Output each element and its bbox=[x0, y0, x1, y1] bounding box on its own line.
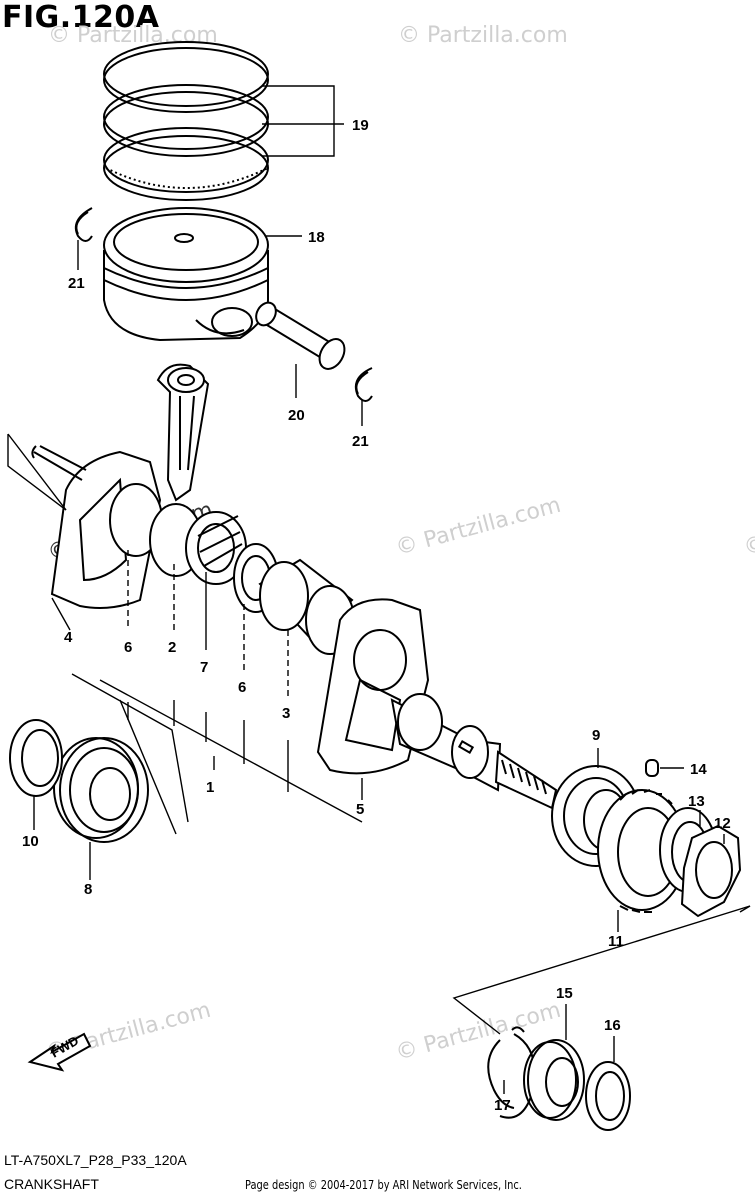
page-design-credit: Page design © 2004-2017 by ARI Network S… bbox=[245, 1178, 522, 1192]
left-oil-seal bbox=[9, 719, 63, 797]
callout-5: 5 bbox=[356, 801, 364, 818]
piston-pin bbox=[255, 301, 346, 370]
watermark-text: © Partzilla.com bbox=[741, 493, 755, 561]
key-pin bbox=[645, 759, 659, 777]
callout-10: 10 bbox=[22, 833, 39, 850]
callout-8: 8 bbox=[84, 881, 92, 898]
diagram-name: CRANKSHAFT bbox=[4, 1176, 99, 1192]
watermark-text: © Partzilla.com bbox=[393, 493, 563, 561]
right-shaft bbox=[390, 693, 558, 810]
callout-21: 21 bbox=[352, 433, 369, 450]
callout-9: 9 bbox=[592, 727, 600, 744]
piston-rings bbox=[103, 41, 269, 201]
callout-4: 4 bbox=[64, 629, 73, 646]
left-bearing bbox=[53, 737, 149, 843]
callout-20: 20 bbox=[288, 407, 305, 424]
callout-13: 13 bbox=[688, 793, 705, 810]
watermark-text: © Partzilla.com bbox=[398, 23, 568, 48]
callout-14: 14 bbox=[690, 761, 707, 778]
callout-3: 3 bbox=[282, 705, 290, 722]
callout-numbers: 19 18 21 20 21 4 6 2 7 6 3 1 5 9 14 13 1… bbox=[22, 117, 731, 1114]
circlips bbox=[74, 207, 373, 402]
watermark-text: © Partzilla.com bbox=[48, 23, 218, 48]
small-oil-seal bbox=[585, 1061, 631, 1131]
nut bbox=[680, 824, 742, 918]
callout-19: 19 bbox=[352, 117, 369, 134]
callout-1: 1 bbox=[206, 779, 214, 796]
callout-7: 7 bbox=[200, 659, 208, 676]
callout-12: 12 bbox=[714, 815, 731, 832]
diagram-code: LT-A750XL7_P28_P33_120A bbox=[4, 1152, 187, 1168]
callout-11: 11 bbox=[608, 933, 624, 950]
callout-6: 6 bbox=[124, 639, 132, 656]
callout-15: 15 bbox=[556, 985, 573, 1002]
small-bearing bbox=[523, 1039, 585, 1121]
callout-2: 2 bbox=[168, 639, 176, 656]
piston bbox=[103, 207, 269, 342]
callout-17: 17 bbox=[494, 1097, 511, 1114]
figure-title: FIG.120A bbox=[2, 0, 160, 35]
crank-pin bbox=[258, 558, 355, 655]
callout-16: 16 bbox=[604, 1017, 621, 1034]
crank-pin-bearing bbox=[109, 483, 247, 585]
connecting-rod bbox=[156, 363, 210, 502]
callout-6: 6 bbox=[238, 679, 246, 696]
callout-18: 18 bbox=[308, 229, 325, 246]
callout-21: 21 bbox=[68, 275, 85, 292]
leader-lines bbox=[7, 85, 751, 1094]
